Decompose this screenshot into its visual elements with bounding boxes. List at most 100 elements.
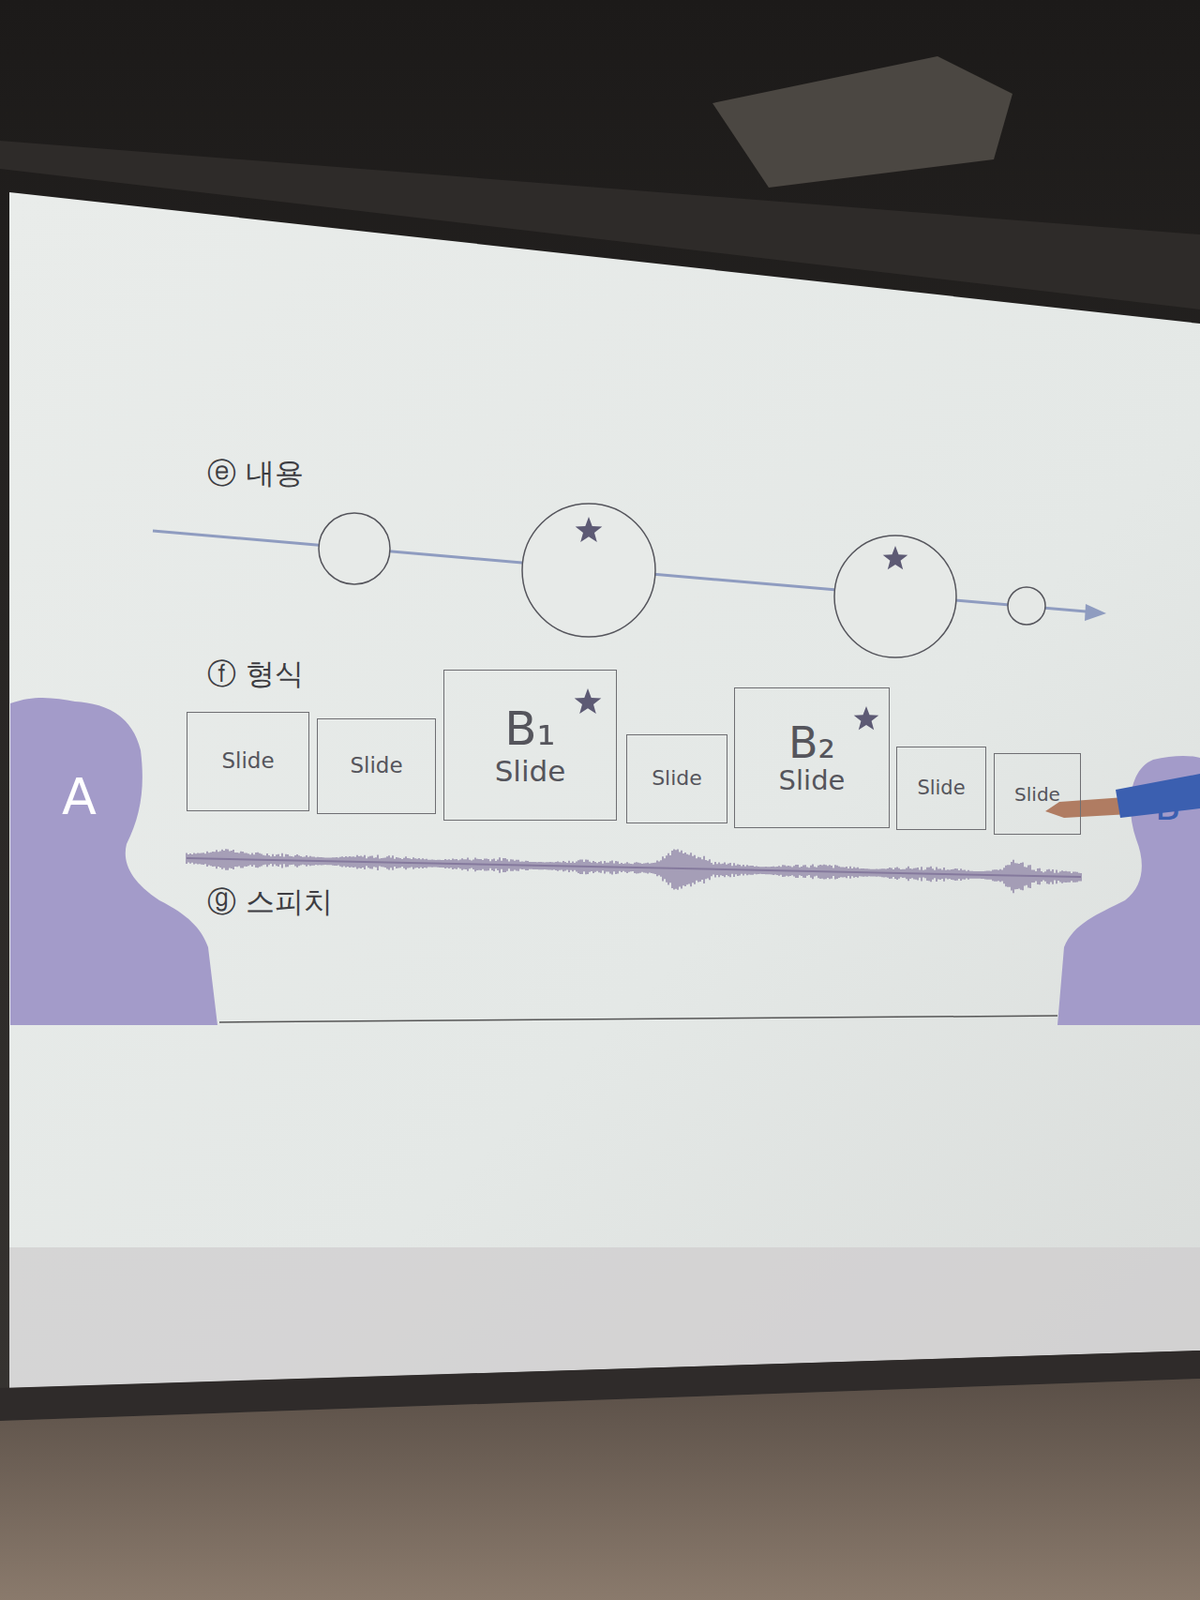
waveform-stroke xyxy=(453,858,455,869)
waveform-stroke xyxy=(661,855,663,881)
waveform-stroke xyxy=(682,853,684,885)
waveform-stroke xyxy=(1057,871,1059,881)
waveform-stroke xyxy=(185,853,187,864)
waveform-stroke xyxy=(648,863,650,873)
waveform-stroke xyxy=(673,849,675,890)
waveform-stroke xyxy=(206,851,208,867)
waveform-stroke xyxy=(975,870,976,879)
waveform-stroke xyxy=(320,856,322,866)
waveform-stroke xyxy=(991,870,993,882)
waveform-stroke xyxy=(931,868,933,880)
waveform-stroke xyxy=(1025,867,1027,885)
star-symbol xyxy=(574,688,602,714)
waveform-stroke xyxy=(526,860,528,870)
waveform-stroke xyxy=(924,869,926,878)
waveform-stroke xyxy=(735,865,736,874)
waveform-stroke xyxy=(1046,869,1048,884)
waveform-stroke xyxy=(913,868,915,880)
waveform-stroke xyxy=(551,861,553,870)
waveform-stroke xyxy=(525,860,526,870)
waveform-stroke xyxy=(1066,870,1068,883)
waveform-stroke xyxy=(881,868,883,877)
waveform-stroke xyxy=(727,863,729,877)
waveform-stroke xyxy=(738,864,740,876)
waveform-stroke xyxy=(240,851,241,869)
waveform-stroke xyxy=(898,868,900,879)
waveform-stroke xyxy=(930,866,931,883)
waveform-stroke xyxy=(866,868,868,877)
waveform-stroke xyxy=(1018,863,1020,889)
waveform-stroke xyxy=(581,859,583,874)
person-b-silhouette xyxy=(1057,755,1200,1025)
waveform-stroke xyxy=(1044,870,1046,881)
waveform-stroke xyxy=(511,858,513,870)
waveform-stroke xyxy=(493,858,495,871)
waveform-stroke xyxy=(196,853,198,865)
waveform-stroke xyxy=(553,861,555,870)
waveform-stroke xyxy=(926,867,928,881)
waveform-stroke xyxy=(562,860,564,871)
waveform-stroke xyxy=(766,866,768,874)
waveform-stroke xyxy=(421,857,423,869)
waveform-stroke xyxy=(757,866,759,874)
waveform-stroke xyxy=(219,850,221,867)
waveform-stroke xyxy=(463,858,465,870)
waveform-stroke xyxy=(676,848,678,889)
waveform-stroke xyxy=(1061,870,1063,884)
ceiling-duct xyxy=(712,56,1013,188)
waveform-stroke xyxy=(937,869,939,880)
waveform-stroke xyxy=(990,870,991,880)
waveform-stroke xyxy=(663,857,665,879)
waveform-stroke xyxy=(457,859,459,868)
waveform-stroke xyxy=(725,864,727,875)
waveform-stroke xyxy=(264,855,266,865)
waveform-stroke xyxy=(521,861,523,870)
slide-id: B₂ xyxy=(788,719,836,767)
waveform-stroke xyxy=(858,868,860,876)
waveform-stroke xyxy=(948,870,950,880)
waveform-stroke xyxy=(841,866,843,877)
waveform-stroke xyxy=(448,858,450,869)
slide-box: Slide xyxy=(626,734,728,824)
waveform-stroke xyxy=(768,866,770,874)
waveform-stroke xyxy=(466,857,468,871)
waveform-stroke xyxy=(798,867,800,875)
waveform-stroke xyxy=(781,864,783,877)
waveform-stroke xyxy=(545,861,547,870)
waveform-stroke xyxy=(684,852,686,886)
slide-box: Slide xyxy=(186,711,310,811)
waveform-stroke xyxy=(665,855,667,882)
waveform-stroke xyxy=(536,861,538,870)
waveform-stroke xyxy=(888,867,890,879)
waveform-stroke xyxy=(290,855,292,865)
waveform-stroke xyxy=(939,868,941,880)
waveform-stroke xyxy=(348,855,350,868)
waveform-stroke xyxy=(750,865,751,875)
waveform-stroke xyxy=(215,849,217,869)
waveform-stroke xyxy=(973,870,975,879)
slide-text: Slide xyxy=(1014,783,1061,805)
waveform-stroke xyxy=(213,851,215,866)
waveform-stroke xyxy=(772,866,774,875)
waveform-stroke xyxy=(980,870,982,879)
waveform-stroke xyxy=(510,858,511,870)
waveform-stroke xyxy=(624,862,626,871)
waveform-stroke xyxy=(318,856,320,865)
waveform-stroke xyxy=(810,865,811,878)
slide-text: Slide xyxy=(221,749,274,773)
waveform-stroke xyxy=(316,856,318,866)
waveform-stroke xyxy=(1072,871,1074,883)
waveform-stroke xyxy=(352,855,354,868)
waveform-stroke xyxy=(570,862,571,870)
waveform-stroke xyxy=(886,868,888,878)
waveform-stroke xyxy=(423,858,425,868)
waveform-stroke xyxy=(916,867,918,881)
waveform-stroke xyxy=(774,866,776,874)
waveform-stroke xyxy=(298,855,300,866)
waveform-stroke xyxy=(1070,872,1072,881)
waveform-stroke xyxy=(541,861,543,870)
waveform-stroke xyxy=(770,866,772,875)
waveform-stroke xyxy=(337,857,339,866)
waveform-stroke xyxy=(907,866,909,882)
waveform-stroke xyxy=(626,861,628,873)
